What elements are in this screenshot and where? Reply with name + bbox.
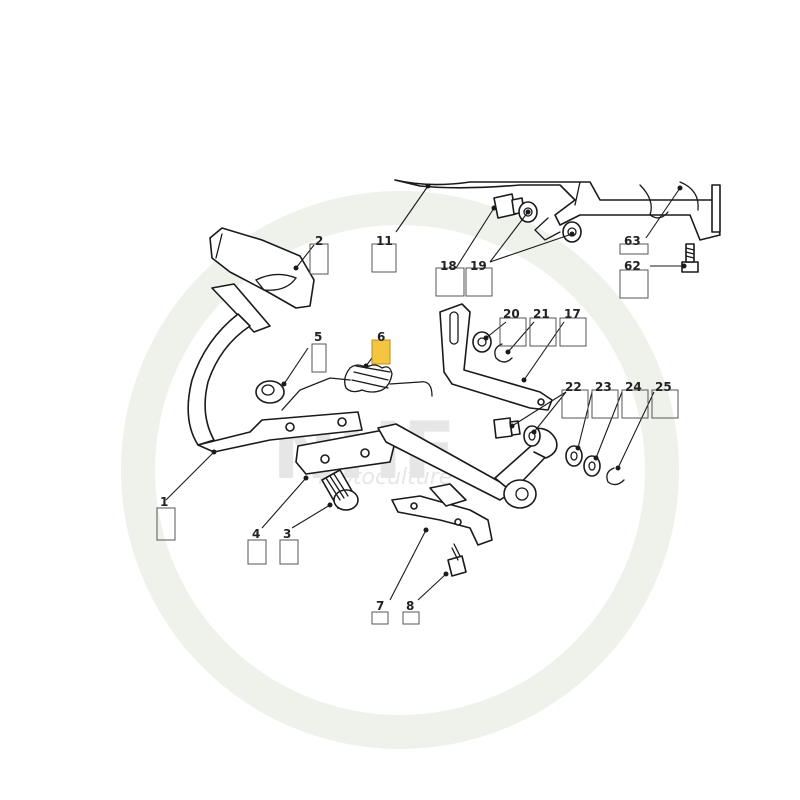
bolt-part-3 — [321, 469, 359, 511]
callout-label-2: 2 — [315, 234, 323, 248]
callout-label-3: 3 — [283, 527, 291, 541]
callout-22[interactable]: 22 — [561, 380, 589, 419]
callout-3[interactable]: 3 — [279, 527, 299, 565]
callout-63[interactable]: 63 — [619, 234, 649, 255]
callout-18[interactable]: 18 — [435, 259, 465, 297]
washer-part-23 — [565, 445, 583, 467]
callout-17[interactable]: 17 — [559, 307, 587, 347]
callout-label-1: 1 — [160, 495, 168, 509]
washer-part-20 — [472, 331, 492, 353]
callouts: 1 2 3 4 5 6 7 8 — [156, 234, 679, 625]
callout-label-62: 62 — [624, 259, 641, 273]
control-shaft — [295, 423, 558, 509]
callout-label-7: 7 — [376, 599, 384, 613]
callout-5[interactable]: 5 — [311, 330, 327, 373]
callout-label-20: 20 — [503, 307, 520, 321]
clip-part-21 — [494, 343, 513, 363]
callout-label-8: 8 — [406, 599, 414, 613]
link-bar-part-17 — [439, 303, 553, 411]
callout-label-63: 63 — [624, 234, 641, 248]
callout-label-21: 21 — [533, 307, 550, 321]
watermark-ring — [121, 191, 679, 749]
pedal-pad — [209, 227, 315, 309]
callout-19[interactable]: 19 — [465, 259, 493, 297]
callout-20[interactable]: 20 — [499, 307, 527, 347]
clip-part-25 — [606, 467, 625, 486]
bolt-part-22 — [493, 417, 521, 439]
callout-62[interactable]: 62 — [619, 259, 649, 299]
washer-part-24 — [583, 455, 601, 477]
callout-label-22: 22 — [565, 380, 582, 394]
callout-24[interactable]: 24 — [621, 380, 649, 419]
callout-11[interactable]: 11 — [371, 234, 397, 273]
callout-23[interactable]: 23 — [591, 380, 619, 419]
bracket-part-7 — [391, 483, 493, 546]
callout-label-5: 5 — [314, 330, 322, 344]
screw-part-8 — [447, 543, 467, 577]
callout-label-18: 18 — [440, 259, 457, 273]
callout-label-25: 25 — [655, 380, 672, 394]
callout-2[interactable]: 2 — [309, 234, 329, 275]
callout-6[interactable]: 6 — [371, 330, 391, 365]
callout-21[interactable]: 21 — [529, 307, 557, 347]
callout-label-23: 23 — [595, 380, 612, 394]
spring-part-6 — [281, 364, 433, 411]
callout-7[interactable]: 7 — [371, 599, 389, 625]
callout-label-17: 17 — [564, 307, 581, 321]
pedal-arm — [187, 313, 251, 446]
callout-label-11: 11 — [376, 234, 393, 248]
callout-8[interactable]: 8 — [402, 599, 420, 625]
callout-label-6: 6 — [377, 330, 385, 344]
callout-label-19: 19 — [470, 259, 487, 273]
callout-4[interactable]: 4 — [247, 527, 267, 565]
callout-label-4: 4 — [252, 527, 260, 541]
callout-25[interactable]: 25 — [651, 380, 679, 419]
nut-part-5 — [255, 380, 285, 404]
pedal-assembly — [187, 227, 363, 453]
callout-1[interactable]: 1 — [156, 495, 176, 541]
washer-part-22b — [523, 425, 541, 447]
callout-label-24: 24 — [625, 380, 642, 394]
